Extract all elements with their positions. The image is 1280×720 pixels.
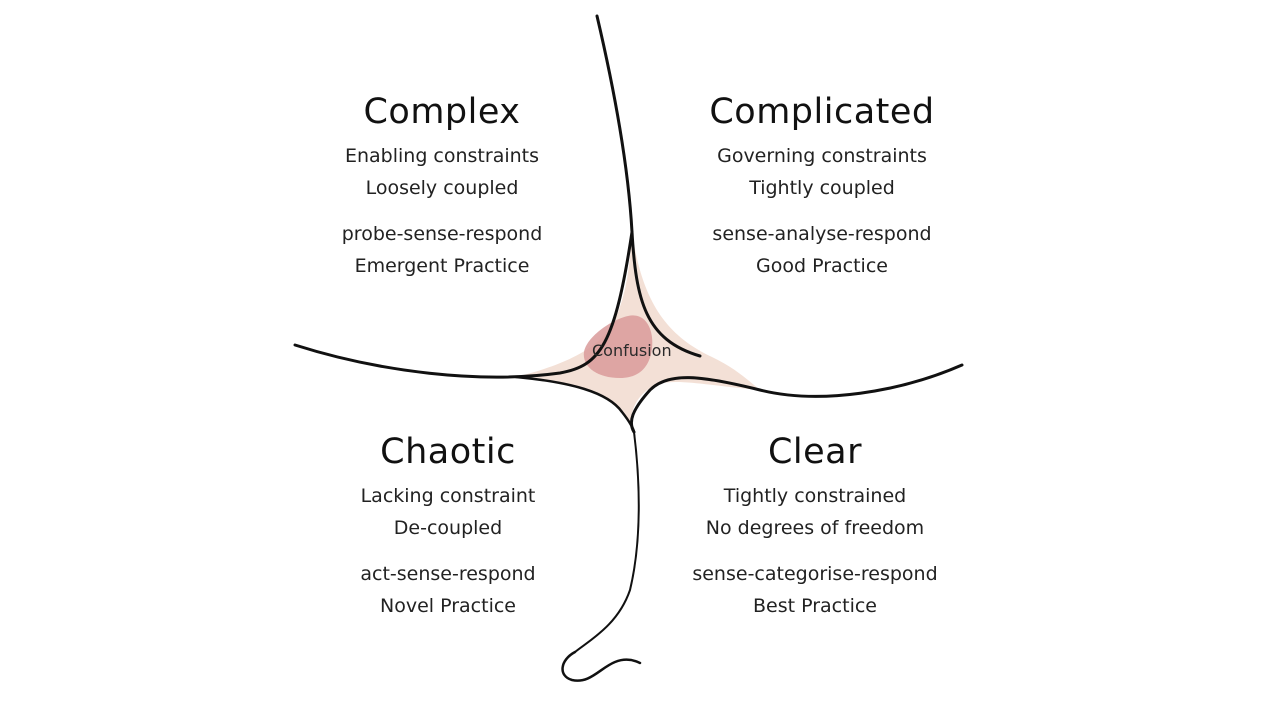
approach-label: sense-categorise-respond <box>678 558 952 590</box>
practice-label: Emergent Practice <box>340 250 544 282</box>
domain-title: Chaotic <box>380 432 516 472</box>
constraint-label: Governing constraints <box>703 140 941 172</box>
boundary-left <box>293 230 634 379</box>
approach-label: sense-analyse-respond <box>698 218 946 250</box>
constraint-label: Tightly constrained <box>709 480 921 512</box>
boundary-fold <box>561 650 642 682</box>
boundary-lower-left <box>514 375 636 434</box>
coupling-label: Loosely coupled <box>351 172 533 204</box>
practice-label: Best Practice <box>738 590 892 622</box>
confusion-label: Confusion <box>592 341 672 360</box>
domain-title: Complicated <box>709 92 935 132</box>
boundary-right <box>629 363 964 434</box>
domain-complicated: Complicated Governing constraints Tightl… <box>672 92 972 282</box>
coupling-label: Tightly coupled <box>735 172 909 204</box>
practice-label: Good Practice <box>742 250 902 282</box>
confusion-core <box>583 315 653 378</box>
domain-title: Clear <box>767 432 863 472</box>
domain-complex: Complex Enabling constraints Loosely cou… <box>292 92 592 282</box>
practice-label: Novel Practice <box>366 590 530 622</box>
coupling-label: No degrees of freedom <box>691 512 939 544</box>
approach-label: probe-sense-respond <box>327 218 557 250</box>
constraint-label: Lacking constraint <box>346 480 550 512</box>
domain-chaotic: Chaotic Lacking constraint De-coupled ac… <box>298 432 598 622</box>
domain-clear: Clear Tightly constrained No degrees of … <box>665 432 965 622</box>
domain-title: Complex <box>363 92 521 132</box>
boundary-cliff <box>574 431 640 653</box>
constraint-label: Enabling constraints <box>330 140 554 172</box>
coupling-label: De-coupled <box>379 512 517 544</box>
approach-label: act-sense-respond <box>346 558 550 590</box>
